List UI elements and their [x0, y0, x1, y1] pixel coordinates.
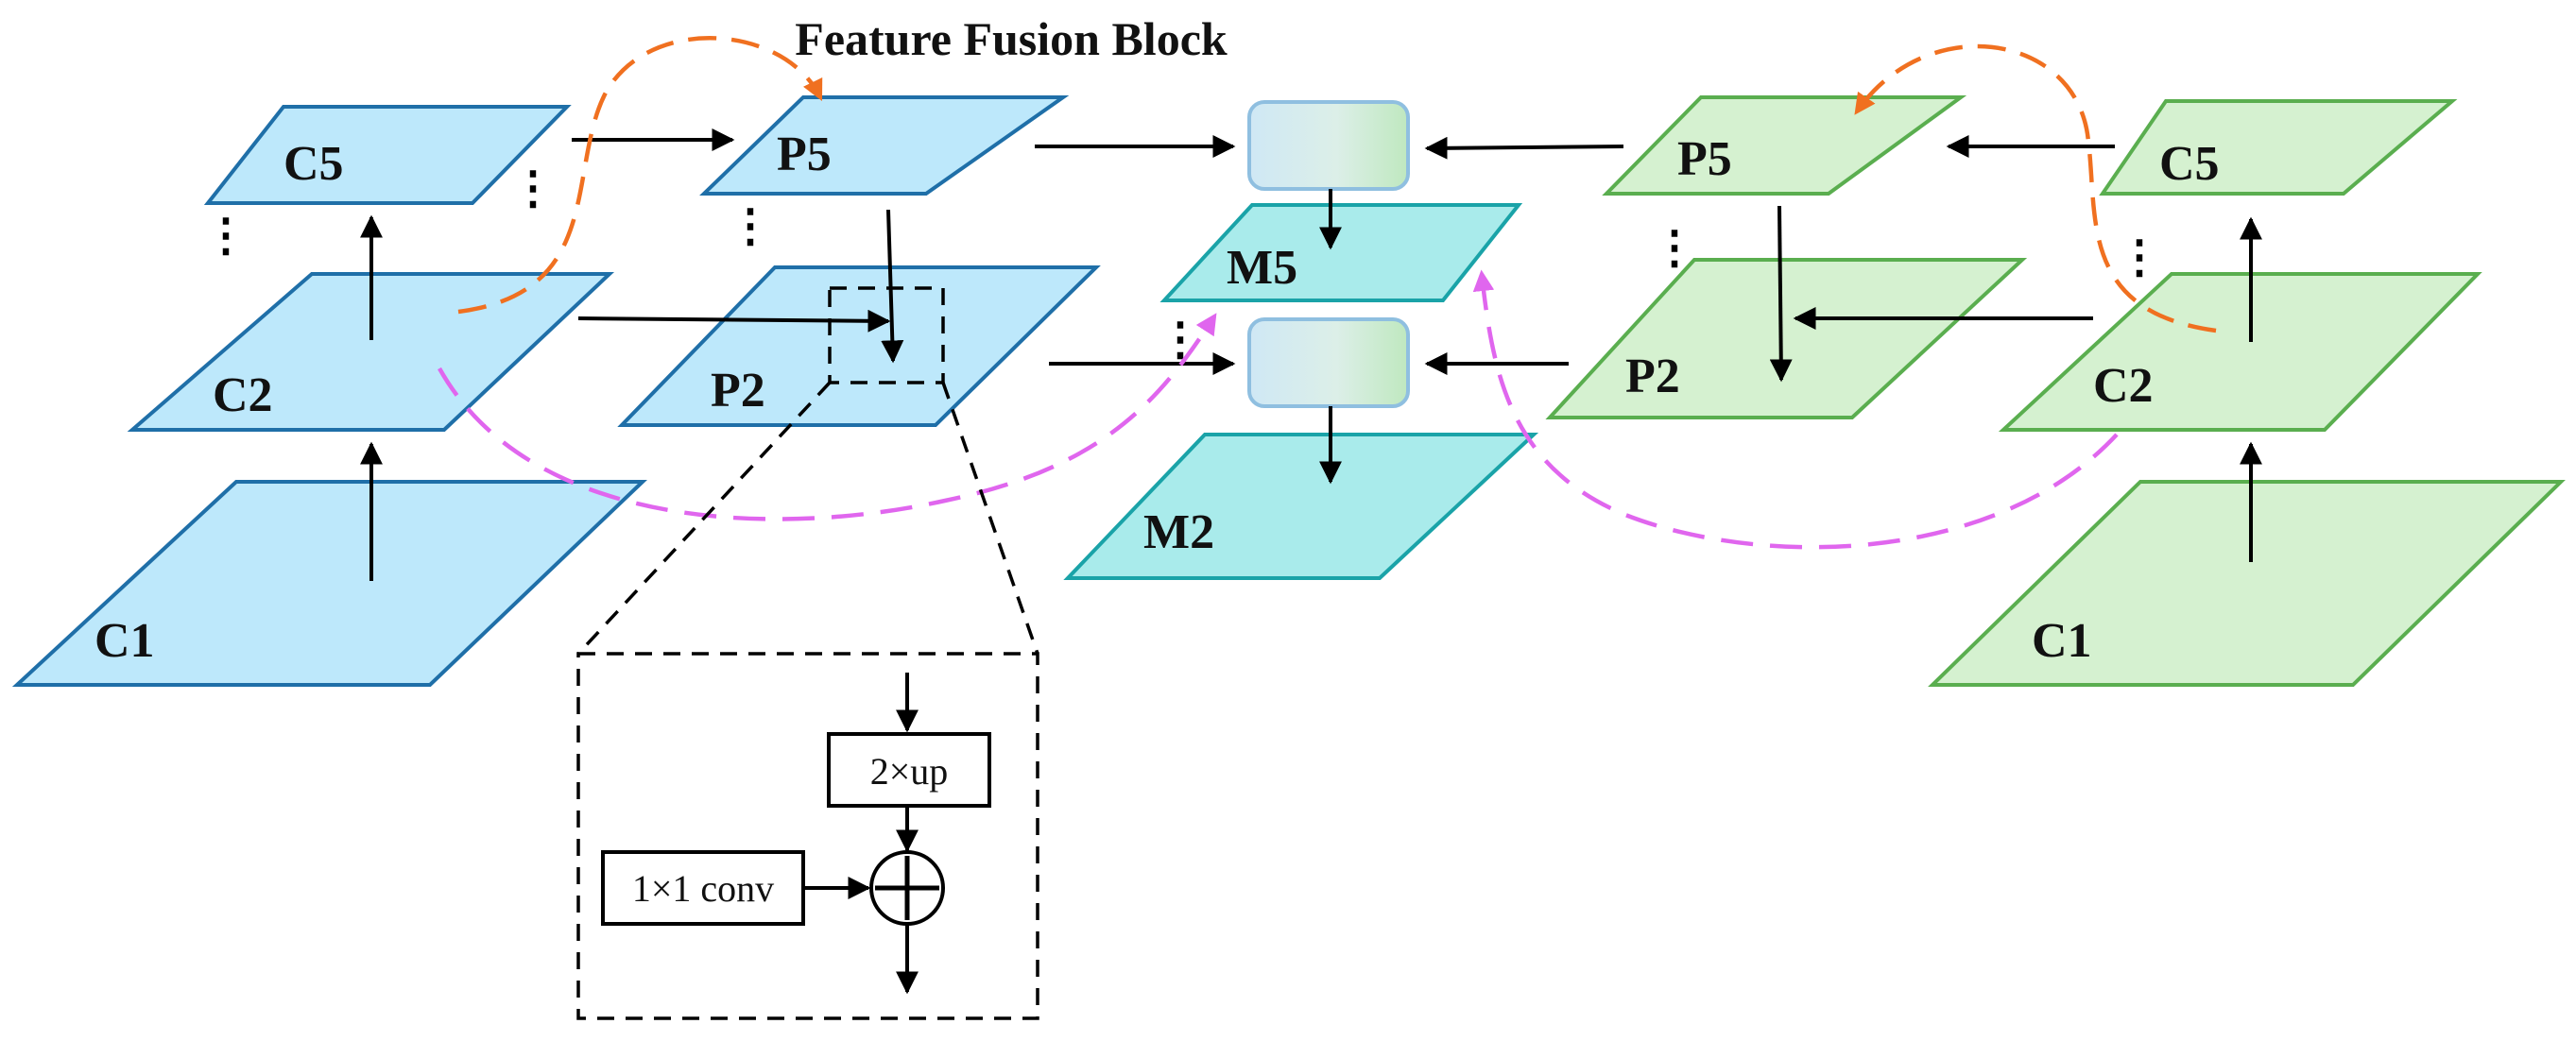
zoom-selection-box [828, 286, 945, 384]
conv-box [601, 850, 805, 926]
right-p2-plane [1545, 258, 2028, 419]
right-ellipsis-p: ⋮ [1652, 223, 1697, 273]
right-c2-plane [1998, 272, 2482, 432]
m2-label: M2 [1143, 505, 1214, 559]
right-arrow-p5-fuse [1424, 136, 1624, 160]
right-p5-plane [1602, 95, 1967, 196]
diagram-title: Feature Fusion Block [795, 12, 1228, 65]
m5-label: M5 [1227, 241, 1297, 295]
fusion-block-bottom [1247, 317, 1410, 408]
right-arrow-p5-p2 [1769, 205, 1793, 383]
left-c1-plane [11, 480, 647, 687]
right-c1-label: C1 [2032, 614, 2092, 668]
orange-link-left [457, 36, 823, 315]
left-arrow-p5-p2 [881, 209, 904, 364]
upsample-label: 2×up [870, 750, 949, 793]
zoom-connector-right [941, 382, 1039, 655]
left-c5-plane [203, 105, 572, 205]
fusion-block-top [1247, 100, 1410, 191]
pink-link-right [1472, 269, 2119, 550]
middle-ellipsis: ⋮ [1158, 315, 1203, 365]
left-p2-label: P2 [711, 364, 765, 418]
right-p5-label: P5 [1677, 132, 1732, 186]
orange-link-right [1854, 43, 2217, 333]
zoom-detail-box [576, 652, 1039, 1020]
m2-plane [1063, 433, 1539, 580]
left-ellipsis-p: ⋮ [728, 201, 773, 251]
right-c5-label: C5 [2159, 137, 2220, 191]
left-c1-label: C1 [94, 614, 155, 668]
left-arrow-c2-p2 [577, 309, 891, 333]
right-c5-plane [2099, 99, 2458, 196]
zoom-connector-left [576, 381, 832, 656]
left-p5-plane [699, 95, 1070, 196]
left-ellipsis-mid: ⋮ [510, 163, 556, 213]
conv-label: 1×1 conv [632, 867, 774, 910]
m5-plane [1159, 203, 1523, 302]
right-c2-label: C2 [2093, 359, 2154, 413]
pink-link-left [438, 313, 1217, 521]
left-c5-label: C5 [283, 137, 344, 191]
right-ellipsis-c: ⋮ [2117, 232, 2162, 282]
left-c2-label: C2 [213, 368, 273, 422]
left-p2-plane [617, 265, 1101, 427]
left-c2-plane [127, 272, 615, 432]
right-p2-label: P2 [1625, 350, 1680, 403]
left-p5-label: P5 [777, 128, 832, 181]
left-ellipsis-c: ⋮ [203, 211, 249, 261]
right-c1-plane [1928, 480, 2566, 687]
